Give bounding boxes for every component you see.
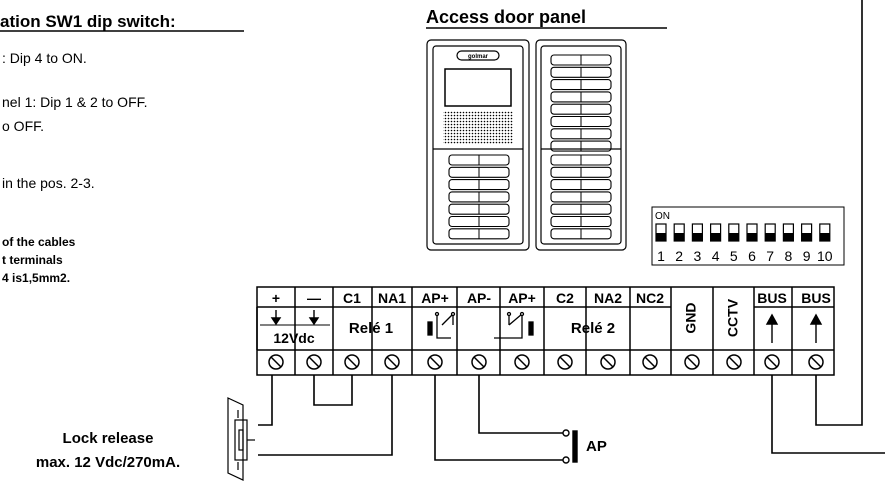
dip-number: 2: [675, 248, 683, 264]
panel-button: [448, 215, 510, 228]
dip-lever: [819, 223, 831, 242]
notes-line-4: in the pos. 2-3.: [2, 175, 95, 191]
dip-number: 6: [748, 248, 756, 264]
panel-logo: golmar: [468, 54, 489, 60]
terminal-label: AP-: [467, 290, 491, 306]
lock-line-1: Lock release: [63, 430, 154, 447]
terminal-screw: [384, 354, 400, 370]
panel-button: [550, 115, 612, 128]
terminal-label: CCTV: [725, 298, 741, 337]
panel-button: [448, 166, 510, 178]
notes-line-3: o OFF.: [2, 118, 44, 134]
terminal-label: AP+: [421, 290, 449, 306]
panel-button: [550, 128, 612, 140]
terminal-label: —: [307, 290, 321, 306]
dip-lever: [800, 223, 813, 242]
terminal-screw: [514, 354, 530, 370]
terminal-screw: [344, 354, 360, 370]
lock-release-drawing: [227, 397, 255, 481]
relay-2-label: Relé 2: [571, 320, 615, 337]
terminal-screw: [764, 354, 780, 370]
terminal-screw: [557, 354, 573, 370]
panel-button: [448, 228, 510, 240]
dip-lever: [673, 223, 685, 242]
dip-lever: [709, 223, 722, 242]
terminal-label: C2: [556, 290, 574, 306]
terminal-label: NA2: [594, 290, 622, 306]
terminal-screw: [642, 354, 658, 370]
notes-heading: ation SW1 dip switch:: [0, 12, 176, 31]
dip-lever: [746, 223, 758, 242]
panel-button: [550, 103, 612, 115]
terminal-label: GND: [683, 302, 699, 333]
notes-line-1: : Dip 4 to ON.: [2, 50, 87, 66]
panel-button: [550, 66, 612, 78]
dip-number: 8: [785, 248, 793, 264]
panel-button: [448, 179, 510, 191]
panel-button: [550, 166, 612, 178]
installation-notes: ation SW1 dip switch: : Dip 4 to ON. nel…: [0, 12, 244, 285]
relay-contact-symbols: [427, 311, 534, 339]
panel-button: [550, 54, 612, 66]
supply-label: 12Vdc: [273, 330, 314, 346]
panel-pushbuttons: [448, 54, 612, 240]
terminal-screw: [600, 354, 616, 370]
panel-button: [550, 140, 612, 152]
bus-arrows: [765, 313, 823, 343]
panel-button: [550, 215, 612, 228]
panel-button: [448, 154, 510, 166]
terminal-label: +: [272, 290, 280, 306]
dip-lever: [655, 223, 667, 242]
panel-button: [550, 91, 612, 103]
terminal-block: [256, 286, 835, 376]
panel-button: [550, 228, 612, 240]
notes-bold-3: 4 is1,5mm2.: [2, 271, 70, 285]
ap-label: AP: [586, 438, 607, 455]
panel-button: [550, 203, 612, 215]
terminal-screw: [306, 354, 322, 370]
terminal-label: NC2: [636, 290, 664, 306]
terminal-screw: [471, 354, 487, 370]
dip-number: 5: [730, 248, 738, 264]
panel-button: [550, 191, 612, 203]
terminal-label: NA1: [378, 290, 406, 306]
terminal-label: BUS: [757, 290, 787, 306]
terminal-screw: [427, 354, 443, 370]
dip-number: 4: [712, 248, 720, 264]
terminal-screw: [808, 354, 824, 370]
notes-bold-2: t terminals: [2, 253, 63, 267]
panel-button: [448, 203, 510, 215]
dip-number: 7: [766, 248, 774, 264]
panel-button: [448, 191, 510, 203]
dip-on-label: ON: [655, 211, 670, 222]
relay-1-label: Relé 1: [349, 320, 393, 337]
door-panel-drawing: [426, 39, 627, 251]
dip-number: 10: [817, 248, 833, 264]
dip-lever: [764, 223, 776, 242]
dip-lever: [691, 223, 704, 242]
panel-title: Access door panel: [426, 7, 586, 27]
notes-bold-1: of the cables: [2, 235, 76, 249]
ap-pushbutton: [562, 429, 578, 464]
dip-number: 3: [694, 248, 702, 264]
terminal-screw: [726, 354, 742, 370]
terminal-label: C1: [343, 290, 361, 306]
panel-button: [550, 154, 612, 166]
notes-line-2: nel 1: Dip 1 & 2 to OFF.: [2, 94, 148, 110]
wires: [258, 0, 885, 461]
dip-lever: [728, 223, 740, 242]
dip-number: 9: [803, 248, 811, 264]
terminal-screw: [268, 354, 284, 370]
terminal-screw: [684, 354, 700, 370]
panel-button: [550, 179, 612, 191]
terminal-label: BUS: [801, 290, 831, 306]
dip-number: 1: [657, 248, 665, 264]
dip-lever: [782, 223, 795, 242]
supply-arrows: [260, 310, 330, 326]
lock-line-2: max. 12 Vdc/270mA.: [36, 454, 180, 471]
terminal-label: AP+: [508, 290, 536, 306]
panel-button: [550, 79, 612, 91]
